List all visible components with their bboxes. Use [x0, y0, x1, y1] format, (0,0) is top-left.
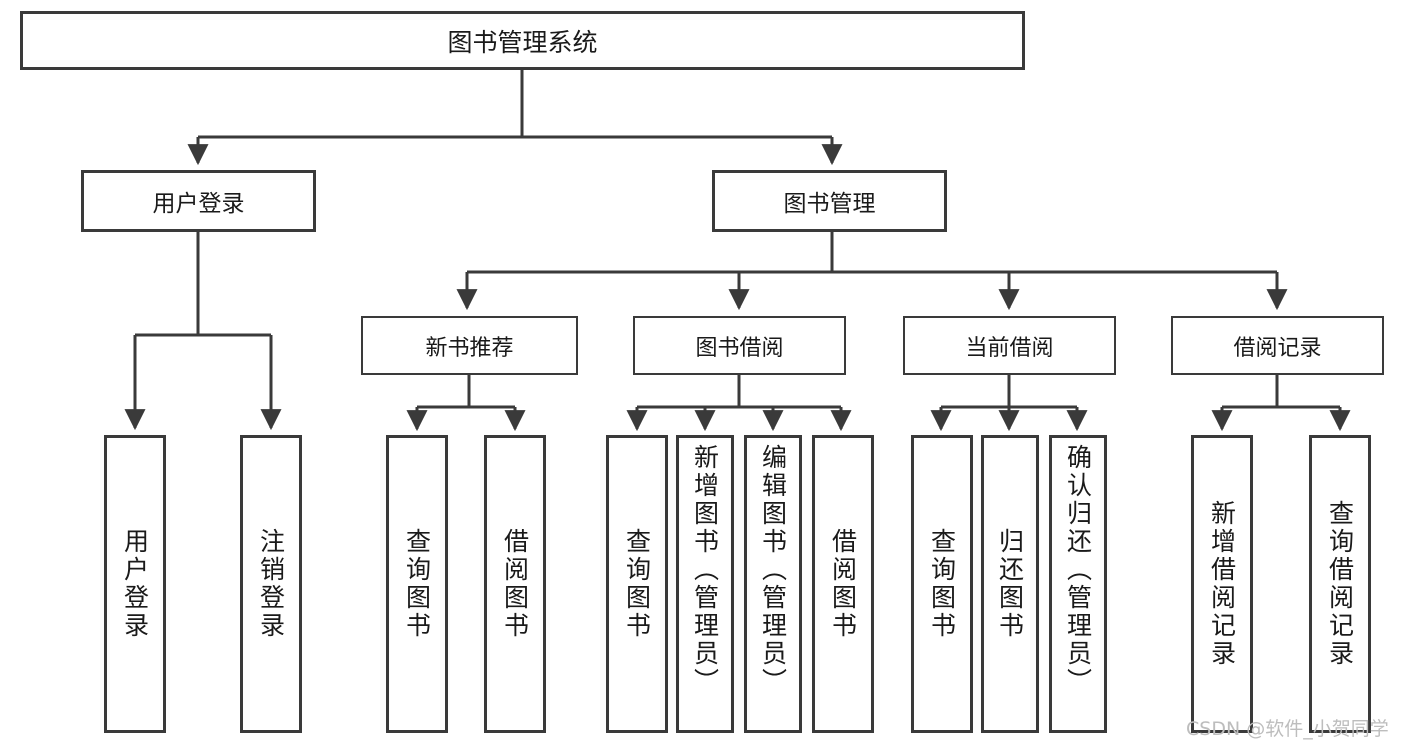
leaf-label: 查询图书: [622, 528, 652, 640]
leaf-query-book-recommend[interactable]: 查询图书: [386, 435, 448, 733]
node-label: 新书推荐: [425, 335, 514, 361]
leaf-label: 查询借阅记录: [1325, 500, 1355, 668]
leaf-label: 归还图书: [995, 528, 1025, 640]
leaf-label: 用户登录: [120, 528, 150, 640]
leaf-query-book-current[interactable]: 查询图书: [911, 435, 973, 733]
leaf-borrow-book[interactable]: 借阅图书: [812, 435, 874, 733]
node-user-login[interactable]: 用户登录: [81, 170, 316, 232]
leaf-label: 编辑图书（管理员）: [758, 444, 788, 696]
leaf-label: 注销登录: [256, 528, 286, 640]
leaf-label: 查询图书: [402, 528, 432, 640]
leaf-label: 借阅图书: [828, 528, 858, 640]
node-label: 图书管理系统: [447, 27, 598, 57]
leaf-label: 确认归还（管理员）: [1063, 444, 1093, 696]
leaf-add-borrow-record[interactable]: 新增借阅记录: [1191, 435, 1253, 733]
leaf-user-login[interactable]: 用户登录: [104, 435, 166, 733]
node-root-book-management-system[interactable]: 图书管理系统: [20, 11, 1025, 70]
node-label: 用户登录: [152, 191, 245, 217]
leaf-label: 借阅图书: [500, 528, 530, 640]
node-book-borrow[interactable]: 图书借阅: [633, 316, 846, 375]
leaf-label: 新增借阅记录: [1207, 500, 1237, 668]
leaf-query-book-borrow[interactable]: 查询图书: [606, 435, 668, 733]
watermark-csdn: CSDN @软件_小贺同学: [1186, 718, 1389, 740]
leaf-add-book-admin[interactable]: 新增图书（管理员）: [676, 435, 734, 733]
leaf-confirm-return-admin[interactable]: 确认归还（管理员）: [1049, 435, 1107, 733]
leaf-query-borrow-record[interactable]: 查询借阅记录: [1309, 435, 1371, 733]
node-label: 图书管理: [783, 191, 876, 217]
node-label: 借阅记录: [1233, 335, 1322, 361]
node-label: 当前借阅: [965, 335, 1054, 361]
leaf-logout-login[interactable]: 注销登录: [240, 435, 302, 733]
node-borrow-record[interactable]: 借阅记录: [1171, 316, 1384, 375]
leaf-label: 新增图书（管理员）: [690, 444, 720, 696]
node-current-borrow[interactable]: 当前借阅: [903, 316, 1116, 375]
leaf-borrow-book-recommend[interactable]: 借阅图书: [484, 435, 546, 733]
node-label: 图书借阅: [695, 335, 784, 361]
node-book-management[interactable]: 图书管理: [712, 170, 947, 232]
leaf-label: 查询图书: [927, 528, 957, 640]
node-new-book-recommend[interactable]: 新书推荐: [361, 316, 578, 375]
leaf-edit-book-admin[interactable]: 编辑图书（管理员）: [744, 435, 802, 733]
leaf-return-book[interactable]: 归还图书: [981, 435, 1039, 733]
